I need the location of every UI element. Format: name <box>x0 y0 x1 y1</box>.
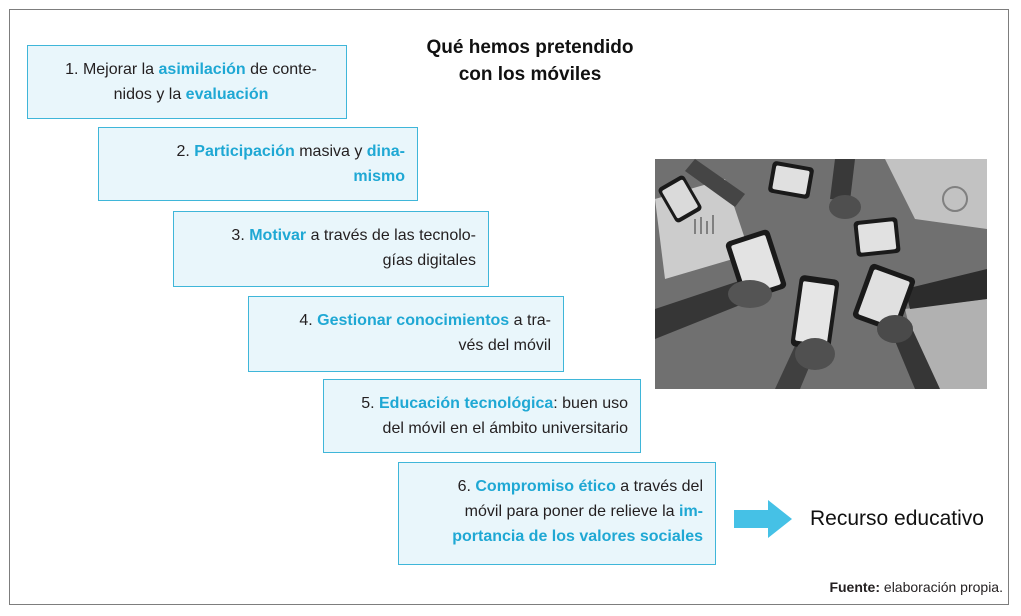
diagram-title: Qué hemos pretendido con los móviles <box>380 34 680 88</box>
step-text: de conte- <box>245 61 317 78</box>
step-box-6: 6. Compromiso ético a través del móvil pa… <box>398 462 716 565</box>
step-text: 3. <box>231 227 250 244</box>
step-keyword: Participación <box>194 143 295 160</box>
figure-frame <box>9 9 1009 605</box>
step-text: vés del móvil <box>458 337 551 354</box>
title-line-1: Qué hemos pretendido <box>426 37 634 58</box>
step-text: a tra- <box>509 312 551 329</box>
step-text: nidos y la <box>113 86 186 103</box>
source-label: Fuente: <box>829 579 881 595</box>
source-note: Fuente: elaboración propia. <box>829 578 1003 596</box>
step-text: a través del <box>615 478 703 495</box>
step-keyword: Motivar <box>249 227 307 244</box>
photo-hands-with-smartphones <box>655 159 987 389</box>
step-text: 1. Mejorar la <box>65 61 159 78</box>
step-box-1: 1. Mejorar la asimilación de conte-nidos… <box>27 45 347 119</box>
step-keyword: im- <box>679 503 703 520</box>
step-text: masiva y <box>294 143 367 160</box>
step-text: a través de las tecnolo- <box>306 227 476 244</box>
step-text: 6. <box>457 478 476 495</box>
step-keyword: dina- <box>366 143 405 160</box>
step-keyword: Compromiso ético <box>475 478 616 495</box>
step-text: 4. <box>299 312 318 329</box>
title-line-2: con los móviles <box>458 64 602 85</box>
step-keyword: asimilación <box>158 61 246 78</box>
step-keyword: Gestionar conocimientos <box>317 312 510 329</box>
step-text: del móvil en el ámbito universitario <box>382 420 628 437</box>
result-label: Recurso educativo <box>810 507 984 530</box>
step-text: 2. <box>176 143 195 160</box>
arrow-right-icon <box>734 500 792 538</box>
step-keyword: portancia de los valores sociales <box>452 528 703 545</box>
photo-illustration <box>655 159 987 389</box>
step-text: móvil para poner de relieve la <box>464 503 679 520</box>
step-box-4: 4. Gestionar conocimientos a tra-vés del… <box>248 296 564 372</box>
step-box-2: 2. Participación masiva y dina-mismo <box>98 127 418 201</box>
step-text: gías digitales <box>382 252 476 269</box>
step-keyword: Educación tecnológica <box>379 395 554 412</box>
step-text: : buen uso <box>553 395 628 412</box>
step-keyword: evaluación <box>185 86 269 103</box>
step-box-3: 3. Motivar a través de las tecnolo-gías … <box>173 211 489 287</box>
step-keyword: mismo <box>353 168 405 185</box>
step-box-5: 5. Educación tecnológica: buen uso del mó… <box>323 379 641 453</box>
source-text: elaboración propia. <box>880 579 1003 595</box>
step-text: 5. <box>361 395 379 412</box>
